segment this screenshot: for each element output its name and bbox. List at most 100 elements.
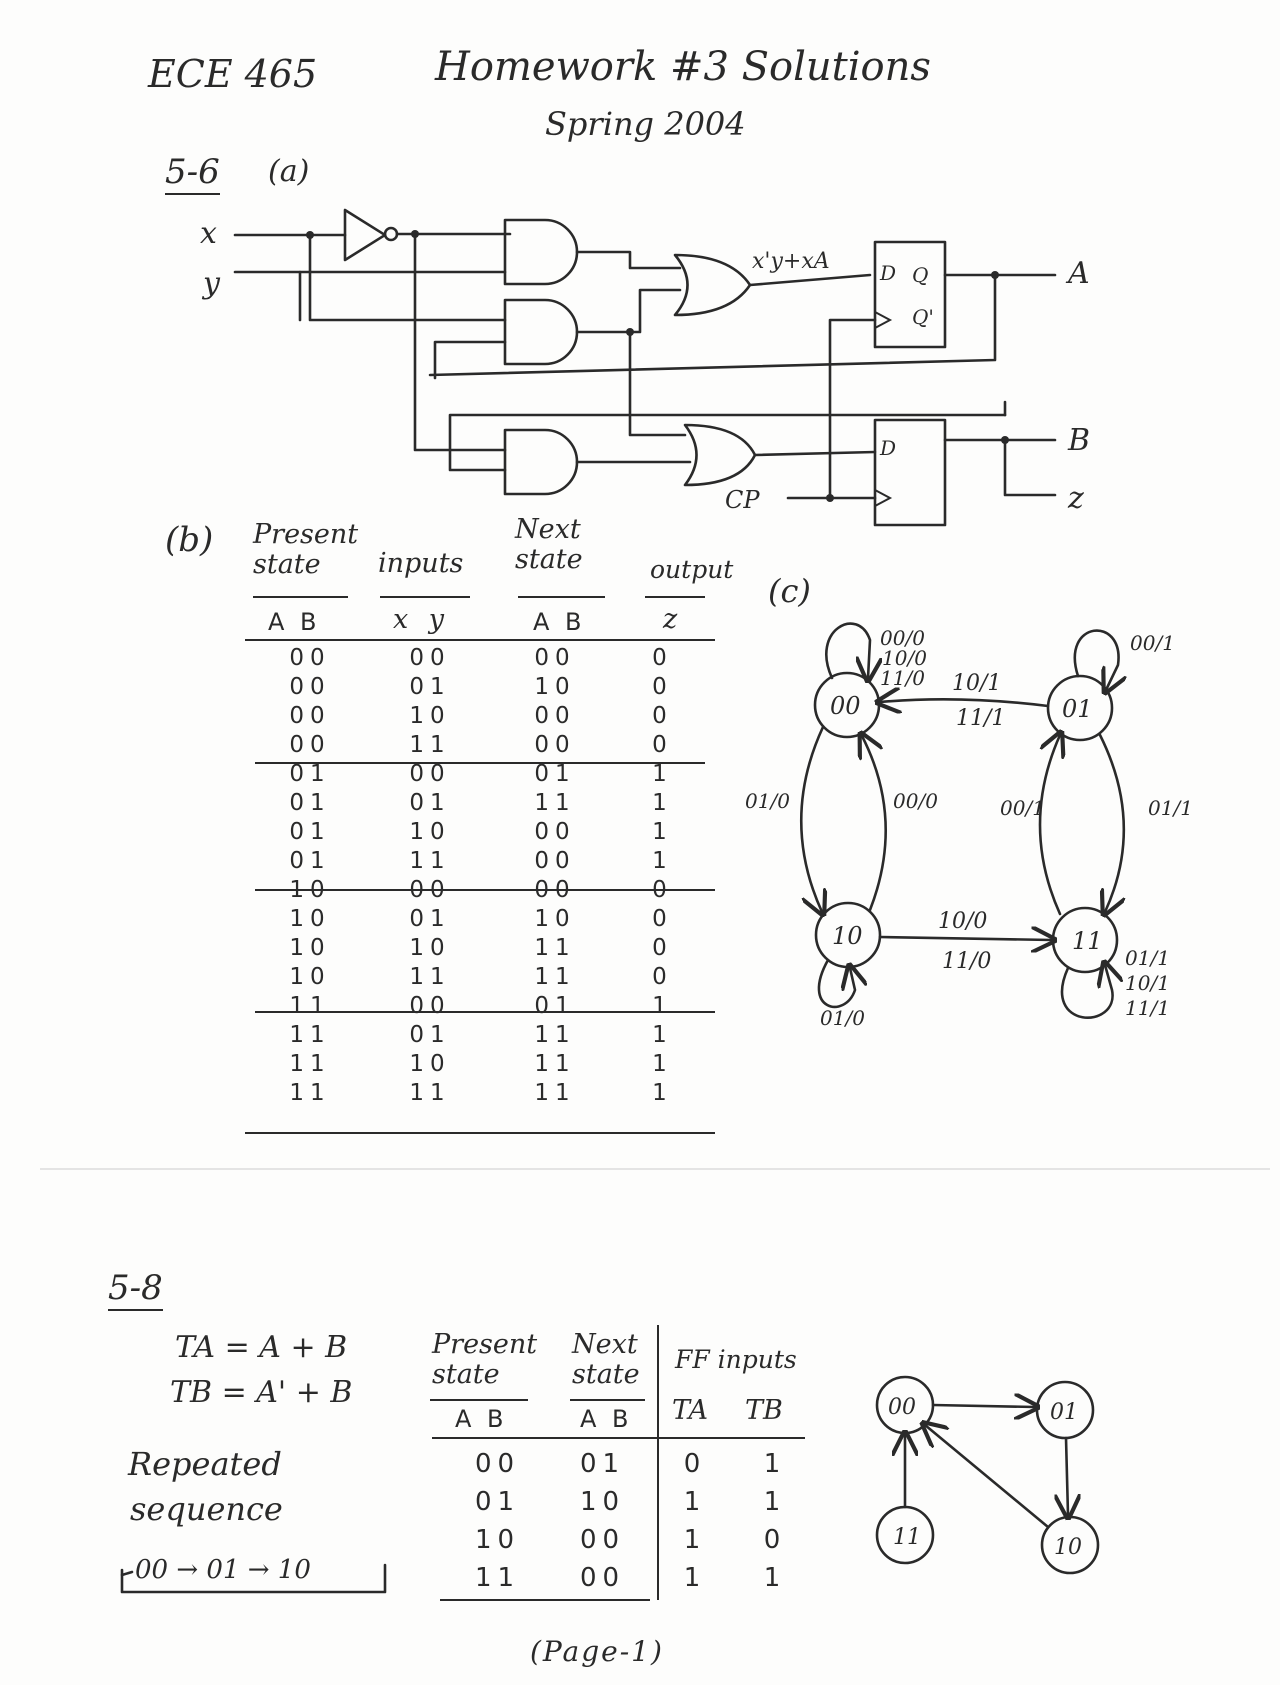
output-a-label: A [1065,256,1090,291]
cell: 0 [652,905,673,932]
state-01-label: 01 [1062,695,1093,723]
cell: 00 [474,1449,521,1479]
cell: 11 [409,847,451,874]
cell: 1 [652,992,673,1019]
cell: 11 [534,1021,576,1048]
edge-label: 01/1 [1148,796,1193,820]
cell: 00 [409,760,451,787]
edge-label: 10/0 [938,909,987,934]
cell: 1 [652,1021,673,1048]
next-state-header: Next state [515,514,583,575]
ffa-d-pin: D [879,261,896,285]
d-flip-flop-a [873,240,947,349]
inputs-xy-subheader: x y [393,604,451,635]
cell: 00 [289,702,331,729]
edge-label: 10/1 [1125,971,1170,995]
cell: 00 [534,876,576,903]
edge-label: 11/0 [942,949,991,974]
cell: 0 [652,702,673,729]
ta-equation: TA = A + B [175,1330,348,1365]
cell: 1 [683,1563,707,1593]
cell: 01 [409,905,451,932]
edge-label: 01/1 [1125,946,1170,970]
ff-inputs-header: FF inputs [675,1345,797,1374]
page-title: Homework #3 Solutions [435,44,931,90]
cell: 10 [409,934,451,961]
cell: 00 [534,731,576,758]
output-z-subheader: z [663,604,678,635]
section-divider [40,1168,1270,1170]
cell: 01 [534,992,576,1019]
edge-label: 11/0 [880,666,925,690]
edge-label: 11/1 [1125,996,1170,1020]
present-state-header-5-8: Present state [432,1329,538,1390]
cell: 1 [683,1487,707,1517]
ffa-qbar-pin: Q' [912,305,934,329]
state-00-label: 00 [830,692,861,720]
edge-label: 00/0 [893,789,938,813]
cell: 11 [289,1079,331,1106]
output-header: output [650,555,734,584]
cell: 0 [763,1525,787,1555]
cell: 11 [534,1079,576,1106]
cell: 11 [409,1079,451,1106]
cell: 11 [409,963,451,990]
and-gate-2 [503,298,579,366]
cell: 10 [289,934,331,961]
cell: 01 [579,1449,626,1479]
or-output-expression: x'y+xA [752,249,830,274]
cell: 1 [683,1525,707,1555]
input-x-label: x [200,216,217,251]
or-gate-2 [683,423,757,487]
cell: 10 [409,1050,451,1077]
cell: 00 [579,1563,626,1593]
tb-equation: TB = A' + B [170,1375,353,1410]
cell: 01 [409,1021,451,1048]
state-10-label: 10 [832,922,863,950]
cell: 01 [534,760,576,787]
cell: 11 [289,992,331,1019]
state-11-5-8-label: 11 [893,1525,921,1550]
state-01 [1046,674,1114,742]
part-a-label: (a) [268,154,310,189]
cell: 0 [652,731,673,758]
cell: 0 [683,1449,707,1479]
cell: 10 [534,905,576,932]
cell: 01 [409,673,451,700]
cell: 11 [289,1050,331,1077]
next-ab-subheader: A B [533,608,586,636]
cell: 00 [409,644,451,671]
table-row: 11 00 01 1 [255,991,710,1020]
state-10-5-8-label: 10 [1054,1535,1082,1560]
cell: 00 [289,673,331,700]
edge-label: 00/1 [1130,631,1175,655]
edge-label: 00/0 [880,626,925,650]
repeated-label: Repeated [128,1445,282,1483]
edge-label: 10/0 [882,646,927,670]
cell: 10 [409,702,451,729]
cell: 01 [289,789,331,816]
cell: 00 [409,876,451,903]
ffa-q-pin: Q [912,263,928,287]
output-b-label: B [1067,423,1090,458]
cell: 00 [289,731,331,758]
state-00-5-8-label: 00 [888,1395,916,1420]
state-11-label: 11 [1072,927,1103,955]
cell: 1 [763,1487,787,1517]
cell: 00 [409,992,451,1019]
cell: 01 [289,760,331,787]
